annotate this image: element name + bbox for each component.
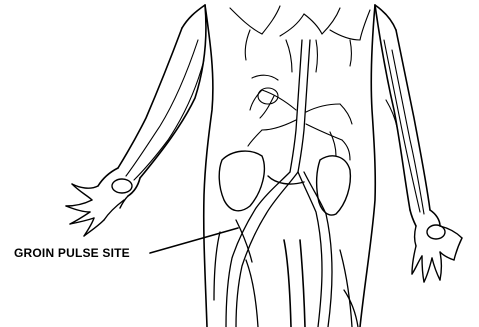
- callout-pointer-line: [150, 228, 238, 253]
- left-hand-outline: [66, 179, 132, 236]
- groin-pulse-site-label: GROIN PULSE SITE: [14, 246, 130, 260]
- pelvis-outline: [219, 151, 350, 215]
- right-hand-outline: [412, 225, 462, 282]
- arm-vessels: [126, 40, 424, 214]
- right-arm-outline: [375, 5, 440, 226]
- abdominal-vessels: [248, 75, 352, 160]
